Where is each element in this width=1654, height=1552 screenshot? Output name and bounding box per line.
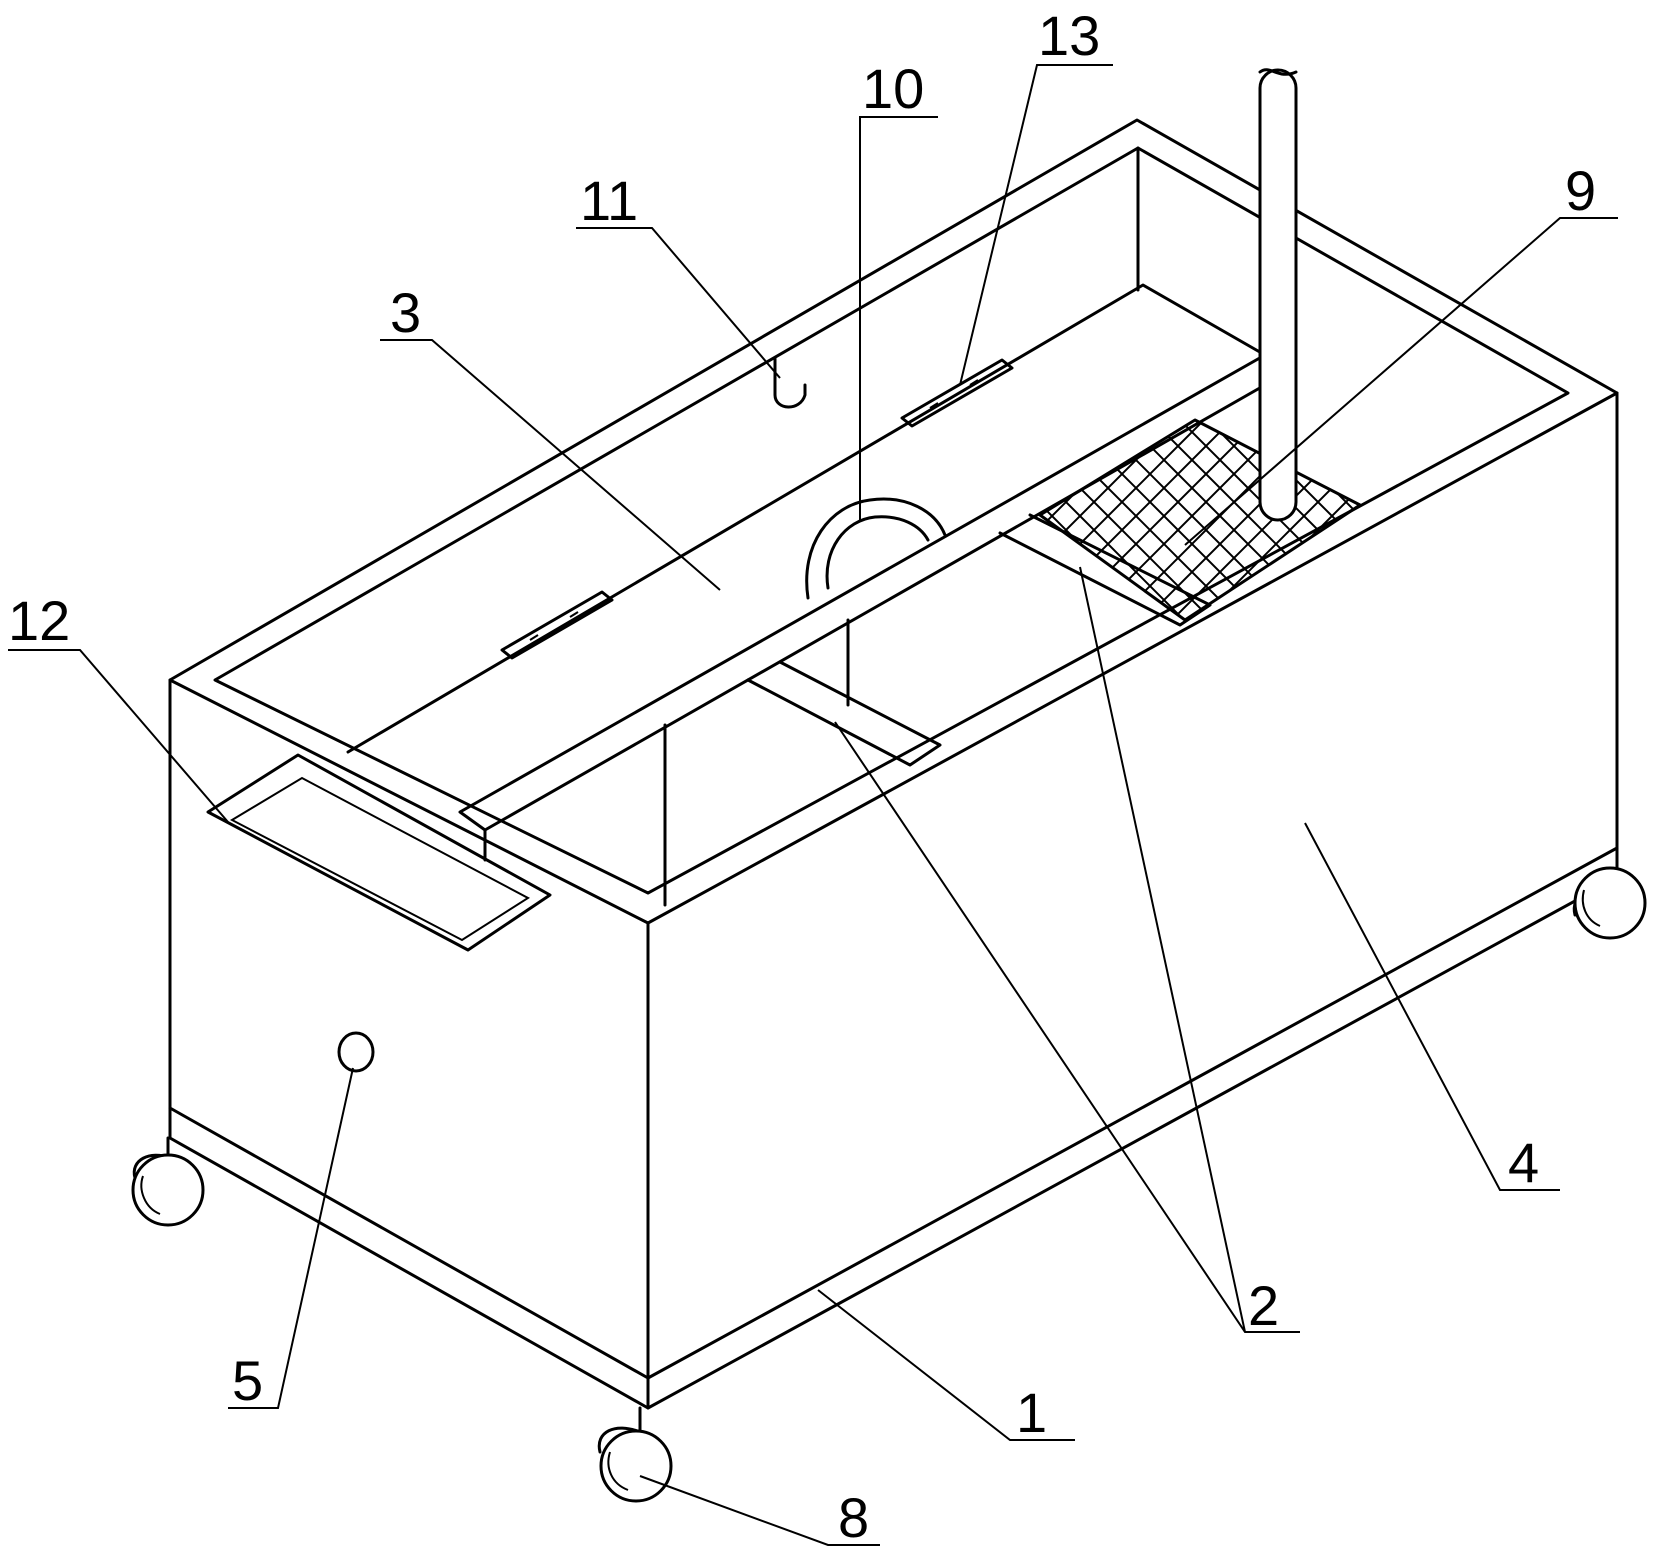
- mesh-line: [1488, 400, 1654, 640]
- mesh-line: [1432, 400, 1654, 640]
- leader-lines: [8, 64, 1618, 1546]
- mesh-line: [1355, 420, 1360, 620]
- mesh-line: [1404, 400, 1644, 640]
- callout-5: 5: [232, 1349, 263, 1412]
- mesh-line: [1376, 400, 1616, 640]
- pole: [1258, 68, 1298, 522]
- hook: [773, 356, 807, 409]
- callout-4: 4: [1508, 1131, 1539, 1194]
- wheel-front-center: [597, 1406, 673, 1503]
- drain-port: [337, 1031, 375, 1073]
- mesh-line: [1327, 420, 1360, 620]
- cart-body: [168, 118, 1619, 1410]
- wheel-front-left: [131, 1136, 205, 1227]
- callout-9: 9: [1565, 159, 1596, 222]
- callout-13: 13: [1038, 4, 1100, 67]
- callout-labels: 1 2 3 4 5 8 9 10 11 12 13: [8, 4, 1596, 1549]
- mesh-screen: [628, 400, 1654, 640]
- callout-2: 2: [1248, 1274, 1279, 1337]
- mesh-line: [628, 400, 868, 640]
- wheel-back-right: [1572, 866, 1647, 940]
- callout-1: 1: [1016, 1381, 1047, 1444]
- callout-12: 12: [8, 589, 70, 652]
- handle-ring: [805, 497, 947, 600]
- side-lid: [206, 753, 552, 952]
- callout-3: 3: [390, 281, 421, 344]
- callout-10: 10: [862, 57, 924, 120]
- mesh-line: [1040, 420, 1225, 620]
- mesh-line: [796, 400, 1036, 640]
- callout-8: 8: [838, 1486, 869, 1549]
- wheels: [131, 866, 1647, 1503]
- mesh-line: [1544, 400, 1654, 640]
- callout-11: 11: [580, 169, 638, 232]
- mesh-line: [1384, 400, 1624, 640]
- mesh-line: [712, 400, 952, 640]
- mesh-line: [1319, 420, 1360, 620]
- mesh-line: [1187, 420, 1360, 620]
